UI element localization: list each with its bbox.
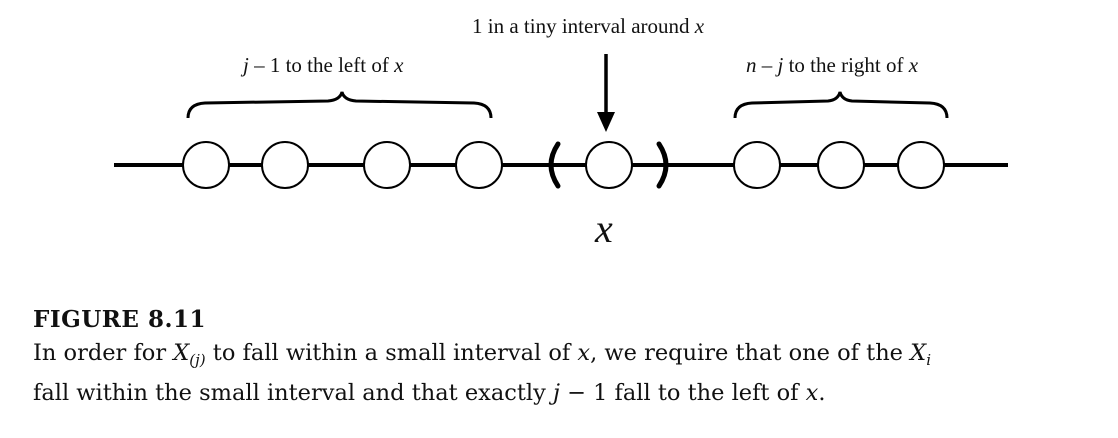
point-circle [182, 141, 230, 189]
center-point-circle [585, 141, 633, 189]
caption-title: FIGURE 8.11 [33, 306, 206, 333]
down-arrow-icon [597, 112, 615, 132]
point-circle [817, 141, 865, 189]
x-axis-point-label: x [595, 206, 613, 251]
left-label: j – 1 to the left of x [243, 53, 404, 77]
point-circle [897, 141, 945, 189]
figure-caption: FIGURE 8.11 In order for X(j) to fall wi… [33, 303, 1093, 410]
left-paren-icon [548, 141, 561, 189]
caption-text: In order for X(j) to fall within a small… [33, 340, 931, 406]
left-points [182, 141, 503, 189]
right-brace-icon [733, 91, 949, 119]
right-label: n – j to the right of x [746, 53, 919, 77]
right-points [733, 141, 945, 189]
center-label: 1 in a tiny interval around x [472, 14, 705, 38]
point-circle [733, 141, 781, 189]
point-circle [455, 141, 503, 189]
point-circle [363, 141, 411, 189]
order-statistic-diagram: 1 in a tiny interval around x j – 1 to t… [114, 14, 1008, 251]
right-paren-icon [656, 141, 669, 189]
left-brace-icon [186, 91, 493, 119]
diagram-graphic [114, 54, 1008, 189]
point-circle [261, 141, 309, 189]
